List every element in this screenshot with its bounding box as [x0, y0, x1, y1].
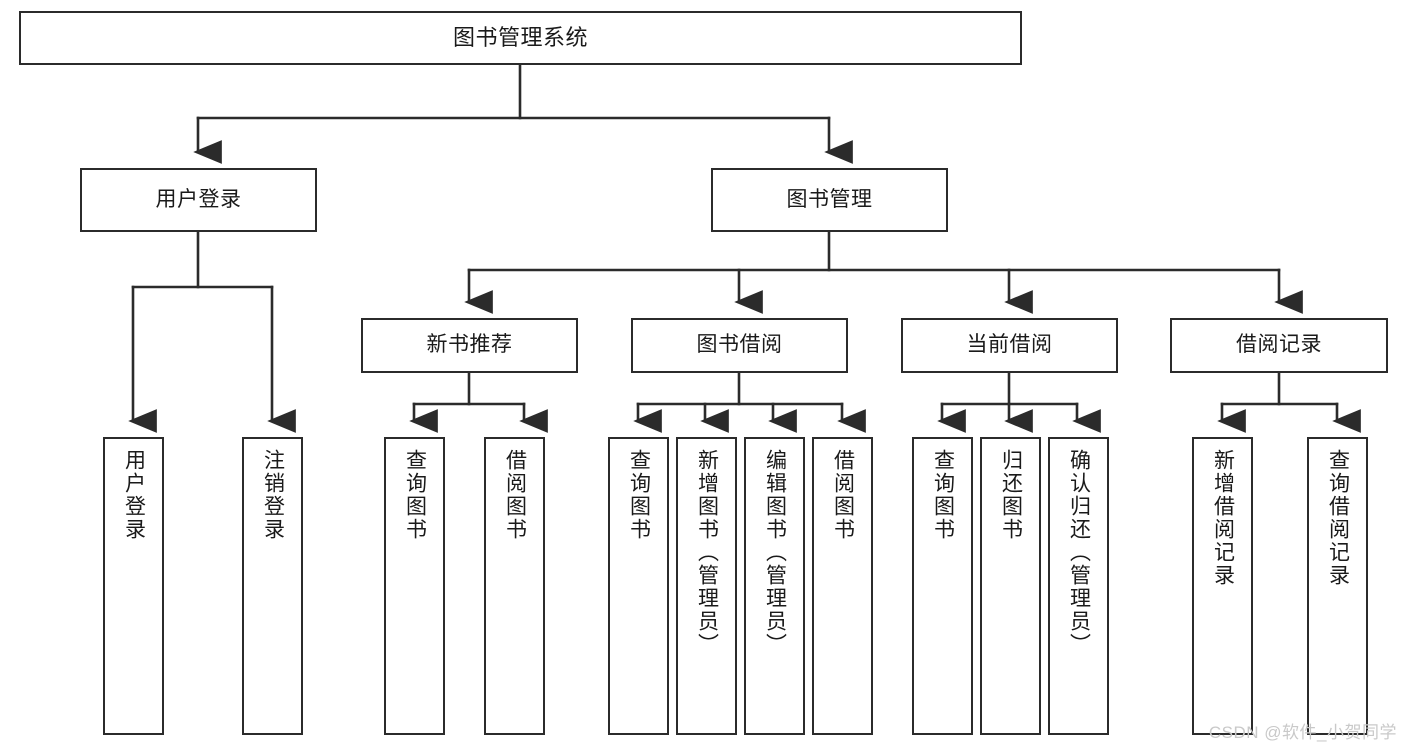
- watermark-text: CSDN @软件_小贺同学: [1208, 723, 1397, 742]
- leaf-query-borrow-record[interactable]: 查询借阅记录: [1307, 437, 1368, 735]
- node-label: 当前借阅: [966, 333, 1053, 357]
- leaf-borrow-book[interactable]: 借阅图书: [812, 437, 873, 735]
- node-label: 确认归还（管理员）: [1067, 449, 1091, 656]
- node-label: 新增图书（管理员）: [695, 449, 719, 656]
- node-root-system[interactable]: 图书管理系统: [19, 11, 1022, 65]
- node-label: 编辑图书（管理员）: [763, 449, 787, 656]
- node-book-borrow[interactable]: 图书借阅: [631, 318, 848, 373]
- leaf-borrow-book-recommend[interactable]: 借阅图书: [484, 437, 545, 735]
- node-label: 新增借阅记录: [1211, 449, 1235, 587]
- node-current-borrow[interactable]: 当前借阅: [901, 318, 1118, 373]
- node-label: 查询图书: [403, 449, 427, 541]
- node-label: 用户登录: [122, 449, 146, 541]
- node-label: 新书推荐: [426, 333, 513, 357]
- leaf-user-login[interactable]: 用户登录: [103, 437, 164, 735]
- leaf-add-book[interactable]: 新增图书（管理员）: [676, 437, 737, 735]
- node-label: 图书管理: [786, 187, 873, 211]
- node-label: 图书借阅: [696, 333, 783, 357]
- leaf-edit-book[interactable]: 编辑图书（管理员）: [744, 437, 805, 735]
- node-label: 借阅图书: [503, 449, 527, 541]
- node-label: 查询图书: [627, 449, 651, 541]
- node-user-login[interactable]: 用户登录: [80, 168, 317, 232]
- leaf-return-book[interactable]: 归还图书: [980, 437, 1041, 735]
- node-label: 查询借阅记录: [1326, 449, 1350, 587]
- node-label: 用户登录: [155, 187, 242, 211]
- node-borrow-record[interactable]: 借阅记录: [1170, 318, 1388, 373]
- leaf-confirm-return[interactable]: 确认归还（管理员）: [1048, 437, 1109, 735]
- node-new-book-recommend[interactable]: 新书推荐: [361, 318, 578, 373]
- leaf-query-book-borrow[interactable]: 查询图书: [608, 437, 669, 735]
- leaf-add-borrow-record[interactable]: 新增借阅记录: [1192, 437, 1253, 735]
- node-label: 归还图书: [999, 449, 1023, 541]
- leaf-logout-login[interactable]: 注销登录: [242, 437, 303, 735]
- node-book-manage[interactable]: 图书管理: [711, 168, 948, 232]
- leaf-query-book-recommend[interactable]: 查询图书: [384, 437, 445, 735]
- node-label: 图书管理系统: [452, 25, 588, 51]
- leaf-query-book-current[interactable]: 查询图书: [912, 437, 973, 735]
- node-label: 借阅图书: [831, 449, 855, 541]
- node-label: 注销登录: [261, 449, 285, 541]
- node-label: 借阅记录: [1236, 333, 1322, 357]
- node-label: 查询图书: [931, 449, 955, 541]
